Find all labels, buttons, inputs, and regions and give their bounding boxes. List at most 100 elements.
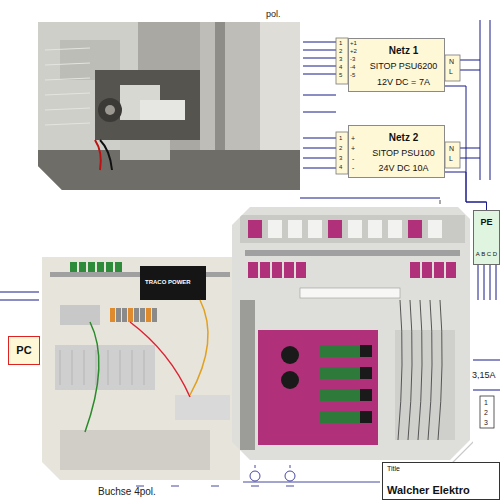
terminal-strip [480,396,494,428]
terminal-block [110,308,115,322]
socket-name: Buchse 4pol. [98,487,156,497]
valve [320,411,360,423]
terminal-module [248,262,258,278]
terminal [70,262,77,272]
pin-name: - [352,155,354,162]
pin-number: 2 [484,409,488,416]
socket-lead [171,486,179,487]
pin-name: +2 [350,48,357,54]
hose [428,300,432,440]
control-panel-photo [232,207,470,460]
relay [60,305,100,325]
pin-number: 1 [339,135,342,141]
power-wire [445,86,487,210]
terminal-block [152,308,157,322]
box-text: 12V DC = 7A [377,77,430,87]
box-text: Walcher Elektro [387,484,470,497]
socket-lead [286,486,294,487]
power-wire [445,172,487,210]
mount-plate [240,215,465,243]
pin-name: N [449,145,454,152]
pin-name: -3 [350,56,355,62]
device [428,220,442,238]
terminal-strip [445,142,460,168]
hose [438,300,442,440]
surface-stroke [45,108,90,110]
device [288,220,302,238]
device [328,220,342,238]
wire [85,322,99,432]
terminal-module [260,262,270,278]
pin-number: 3 [484,419,488,426]
wire [460,70,480,71]
pin-number: 2 [339,48,342,54]
box-heading: Netz 2 [389,132,418,144]
bearing-hub [105,105,115,115]
valve [320,389,360,401]
terminal-block [140,308,145,322]
pin-number: 1 [484,399,488,406]
wire [478,265,479,300]
box-text: 24V DC 10A [378,163,428,173]
pin-number: 3 [339,56,342,62]
mechanical-photo [38,22,300,190]
wire [472,360,500,361]
bearing [98,98,122,122]
wire [490,265,491,300]
pin-name: -4 [350,64,355,70]
side-panel [395,330,455,440]
vent-slot [60,350,61,385]
terminal [79,262,86,272]
terminal-block [116,308,121,322]
pe-terminal-box: PEA B C D [473,210,500,265]
surface-stroke [45,48,90,50]
terminal [115,262,122,272]
wire [472,390,500,391]
surface-stroke [45,63,90,65]
cable-duct [300,288,400,298]
wire [130,322,190,397]
photo-ground [38,22,300,190]
wire [460,60,480,61]
vent-slot [72,350,73,385]
insert [140,100,185,120]
terminal-block [128,308,133,322]
connector-name: pol. [266,10,281,19]
terminal-module [272,262,282,278]
cable [95,140,101,170]
socket-symbol [250,471,260,481]
duct [60,430,210,470]
terminal-module [446,262,456,278]
box-heading: Title [387,465,400,473]
pin-number: 5 [339,72,342,78]
vent-slot [84,350,85,385]
pin-name: N [449,58,454,65]
box-heading: Netz 1 [389,45,418,57]
photo-ground [42,257,240,480]
pin-number: 4 [339,164,342,170]
pin-name: L [449,68,453,75]
wire [480,20,481,180]
terminal-module [434,262,444,278]
box-text: SITOP PSU6200 [370,61,438,71]
socket-symbol [285,471,295,481]
valve-plate [258,330,378,445]
vent-slot [144,350,145,385]
hose [398,300,402,440]
gauge [281,346,299,364]
surface-stroke [45,123,90,125]
gauge [281,371,299,389]
cavity [95,70,210,140]
terminal-module [296,262,306,278]
wire [496,265,497,300]
terminal-block [134,308,139,322]
socket-lead [211,486,219,487]
device [308,220,322,238]
wire [300,198,440,199]
terminal [97,262,104,272]
valve [320,367,360,379]
brand-label: TRACO POWER [145,279,191,285]
terminal-block [146,308,151,322]
terminal [88,262,95,272]
